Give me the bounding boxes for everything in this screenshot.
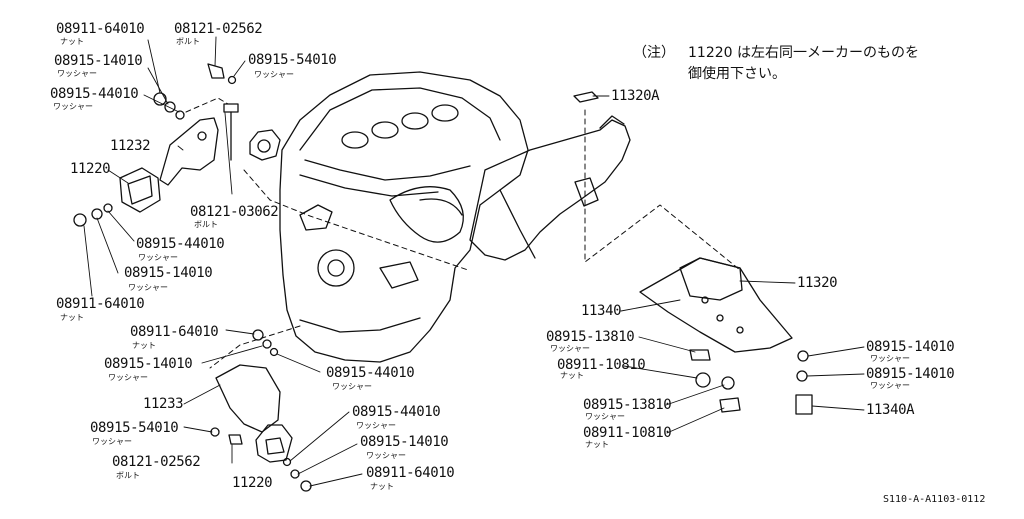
washer-caption: ワッシャー: [254, 70, 294, 79]
washer-caption: ワッシャー: [356, 421, 396, 430]
part-label-08911-64010[interactable]: 08911-64010: [130, 324, 219, 340]
washer-caption: ワッシャー: [366, 451, 406, 460]
part-label-11320A[interactable]: 11320A: [611, 88, 660, 104]
nut-caption: ナット: [60, 313, 84, 322]
nut-caption: ナット: [560, 371, 584, 380]
part-label-08915-14010[interactable]: 08915-14010: [866, 339, 955, 355]
nut-caption: ナット: [585, 440, 609, 449]
washer-caption: ワッシャー: [870, 381, 910, 390]
part-label-11220[interactable]: 11220: [70, 161, 111, 177]
washer-caption: ワッシャー: [870, 354, 910, 363]
part-label-11233[interactable]: 11233: [143, 396, 184, 412]
part-label-11340A[interactable]: 11340A: [866, 402, 915, 418]
part-label-08121-03062[interactable]: 08121-03062: [190, 204, 279, 220]
part-label-08915-14010[interactable]: 08915-14010: [360, 434, 449, 450]
part-label-08911-64010[interactable]: 08911-64010: [56, 21, 145, 37]
assembly-lines: [185, 97, 741, 369]
washer-caption: ワッシャー: [128, 283, 168, 292]
part-label-11232[interactable]: 11232: [110, 138, 151, 154]
note-line-1: 11220 は左右同一メーカーのものを: [688, 45, 919, 61]
part-label-08121-02562[interactable]: 08121-02562: [112, 454, 201, 470]
part-label-08911-10810[interactable]: 08911-10810: [583, 425, 672, 441]
part-label-08121-02562[interactable]: 08121-02562: [174, 21, 263, 37]
nut-caption: ナット: [370, 482, 394, 491]
part-label-08911-64010[interactable]: 08911-64010: [56, 296, 145, 312]
rear-crossmember-drawing: [573, 91, 813, 415]
leader-lines: [83, 36, 865, 487]
part-label-11340[interactable]: 11340: [581, 303, 622, 319]
washer-caption: ワッシャー: [550, 344, 590, 353]
washer-caption: ワッシャー: [585, 412, 625, 421]
washer-caption: ワッシャー: [332, 382, 372, 391]
part-label-08915-14010[interactable]: 08915-14010: [104, 356, 193, 372]
washer-caption: ワッシャー: [53, 102, 93, 111]
left-lower-mount-drawing: [210, 329, 312, 492]
transmission-drawing: [469, 115, 631, 261]
nut-caption: ナット: [132, 341, 156, 350]
part-label-08911-10810[interactable]: 08911-10810: [557, 357, 646, 373]
part-label-08915-54010[interactable]: 08915-54010: [248, 52, 337, 68]
part-label-08915-14010[interactable]: 08915-14010: [54, 53, 143, 69]
note-marker: （注）: [633, 45, 675, 61]
engine-block-drawing: [249, 71, 529, 363]
part-label-08915-44010[interactable]: 08915-44010: [326, 365, 415, 381]
nut-caption: ナット: [60, 37, 84, 46]
washer-caption: ワッシャー: [92, 437, 132, 446]
part-label-08915-44010[interactable]: 08915-44010: [136, 236, 225, 252]
bolt-caption: ボルト: [194, 220, 218, 229]
bolt-caption: ボルト: [116, 471, 140, 480]
part-label-08915-54010[interactable]: 08915-54010: [90, 420, 179, 436]
part-label-08915-13810[interactable]: 08915-13810: [583, 397, 672, 413]
part-label-08915-14010[interactable]: 08915-14010: [124, 265, 213, 281]
part-label-08915-13810[interactable]: 08915-13810: [546, 329, 635, 345]
washer-caption: ワッシャー: [138, 253, 178, 262]
note-line-2: 御使用下さい。: [688, 66, 786, 82]
part-label-11220[interactable]: 11220: [232, 475, 273, 491]
part-label-08915-44010[interactable]: 08915-44010: [50, 86, 139, 102]
washer-caption: ワッシャー: [57, 69, 97, 78]
drawing-reference-code: S110-A-A1103-0112: [883, 494, 986, 505]
part-label-08911-64010[interactable]: 08911-64010: [366, 465, 455, 481]
part-label-08915-44010[interactable]: 08915-44010: [352, 404, 441, 420]
part-label-11320[interactable]: 11320: [797, 275, 838, 291]
bolt-caption: ボルト: [176, 37, 200, 46]
washer-caption: ワッシャー: [108, 373, 148, 382]
part-label-08915-14010[interactable]: 08915-14010: [866, 366, 955, 382]
